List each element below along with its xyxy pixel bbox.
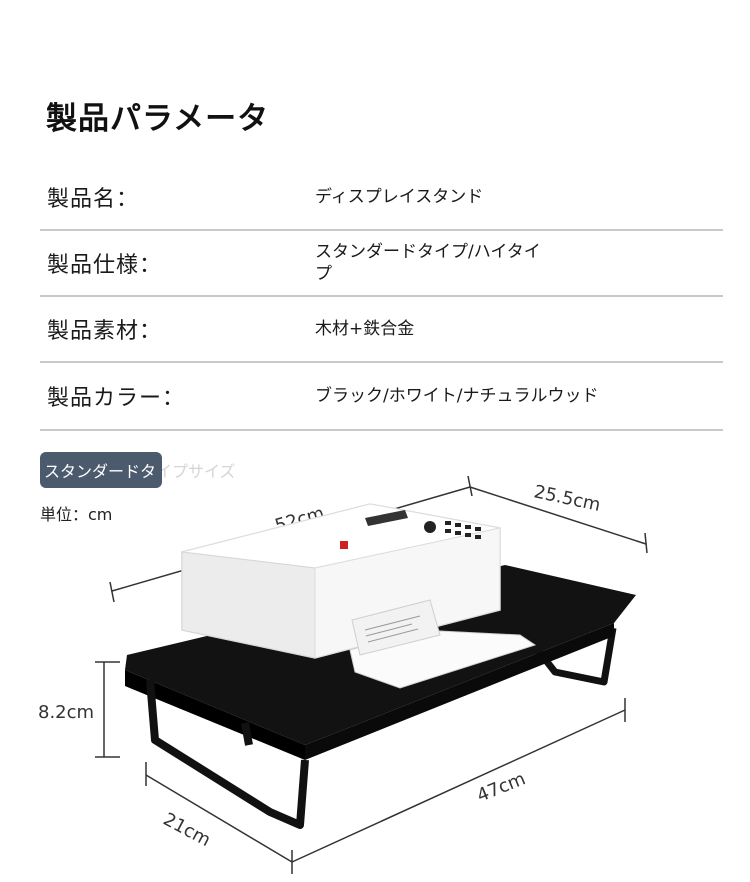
spec-value: 木材+鉄合金 xyxy=(315,319,415,339)
spec-value: ディスプレイスタンド xyxy=(315,187,484,207)
dim-line-height xyxy=(95,661,120,758)
dim-label-width-bottom: 47cm xyxy=(474,768,529,806)
product-dimension-illustration: 52cm 25.5cm xyxy=(38,475,648,874)
stand-side-edge xyxy=(305,623,614,760)
dim-label-height: 8.2cm xyxy=(38,702,94,723)
spec-row-name: 製品名： ディスプレイスタンド xyxy=(40,165,723,231)
spec-row-spec: 製品仕様： スタンダードタイプ/ハイタイプ xyxy=(40,231,723,297)
dim-line-depth-bottom xyxy=(145,762,293,863)
dim-label-depth-bottom: 21cm xyxy=(160,809,214,851)
dim-line-depth-top xyxy=(469,486,648,554)
spec-label: 製品素材： xyxy=(47,319,163,344)
stand-front-edge xyxy=(125,670,305,760)
spec-label: 製品仕様： xyxy=(47,253,163,278)
printer-logo-icon xyxy=(340,541,348,549)
spec-value: スタンダードタイプ/ハイタイプ xyxy=(315,242,541,284)
spec-row-color: 製品カラー： ブラック/ホワイト/ナチュラルウッド xyxy=(40,363,723,431)
size-tab-standard[interactable]: スタンダードタ xyxy=(40,452,163,488)
spec-row-material: 製品素材： 木材+鉄合金 xyxy=(40,297,723,363)
spec-table: 製品名： ディスプレイスタンド 製品仕様： スタンダードタイプ/ハイタイプ 製品… xyxy=(40,165,723,431)
page-title: 製品パラメータ xyxy=(46,101,270,137)
printer-illustration xyxy=(181,503,537,689)
stand-legs-front xyxy=(146,679,309,829)
size-tab-group: スタンダードタイプサイズ スタンダードタ xyxy=(40,452,236,488)
spec-label: 製品名： xyxy=(47,187,140,212)
unit-label: 単位：cm xyxy=(40,505,113,524)
spec-label: 製品カラー： xyxy=(47,386,186,411)
spec-value: ブラック/ホワイト/ナチュラルウッド xyxy=(315,386,599,406)
